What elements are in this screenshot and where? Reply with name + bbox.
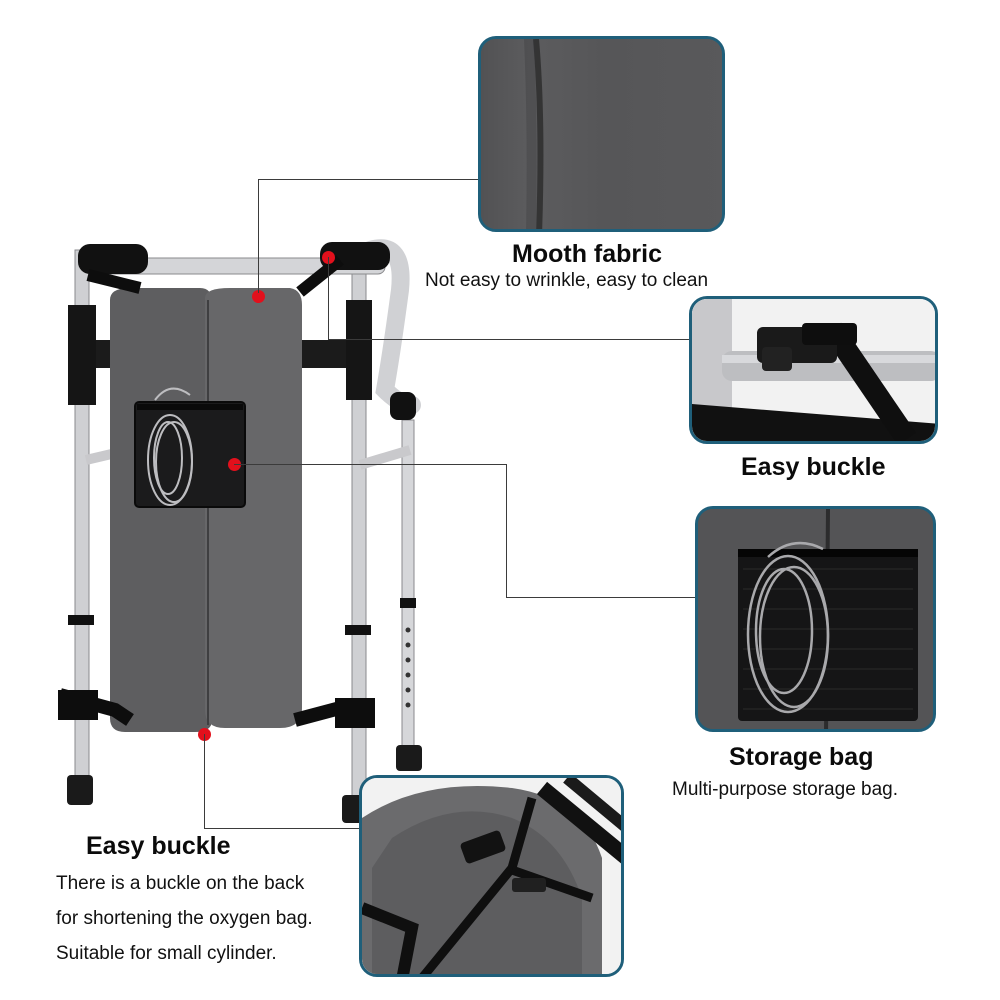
leader-line-buckle-back <box>204 828 362 829</box>
leader-line-storage <box>506 597 696 598</box>
leader-line-buckle-top <box>328 339 690 340</box>
buckle-closeup-panel <box>689 296 938 444</box>
buckle-closeup-image <box>692 299 935 441</box>
fabric-closeup-panel <box>478 36 725 232</box>
storage-closeup-image <box>698 509 933 729</box>
buckle-back-line-2: for shortening the oxygen bag. <box>56 908 313 929</box>
buckle-back-description: There is a buckle on the back for shorte… <box>56 866 313 971</box>
leader-line-storage <box>234 464 506 465</box>
storage-closeup-panel <box>695 506 936 732</box>
leader-line-storage <box>506 464 507 597</box>
buckle-back-line-3: Suitable for small cylinder. <box>56 943 277 964</box>
leader-line-fabric <box>258 179 480 180</box>
walker-product-image <box>58 239 422 823</box>
storage-description: Multi-purpose storage bag. <box>672 779 899 800</box>
leader-line-buckle-back <box>204 734 205 828</box>
fabric-title: Mooth fabric <box>512 240 662 268</box>
marker-fabric-dot <box>252 290 265 303</box>
back-buckle-closeup-image <box>362 778 621 974</box>
buckle-back-title: Easy buckle <box>86 832 231 860</box>
back-buckle-closeup-panel <box>359 775 624 977</box>
leader-line-fabric <box>258 179 259 293</box>
fabric-closeup-image <box>481 39 722 229</box>
storage-title: Storage bag <box>729 743 874 771</box>
buckle-back-line-1: There is a buckle on the back <box>56 873 305 894</box>
buckle-top-title: Easy buckle <box>741 453 886 481</box>
fabric-description: Not easy to wrinkle, easy to clean <box>425 270 709 291</box>
leader-line-buckle-top <box>328 257 329 339</box>
